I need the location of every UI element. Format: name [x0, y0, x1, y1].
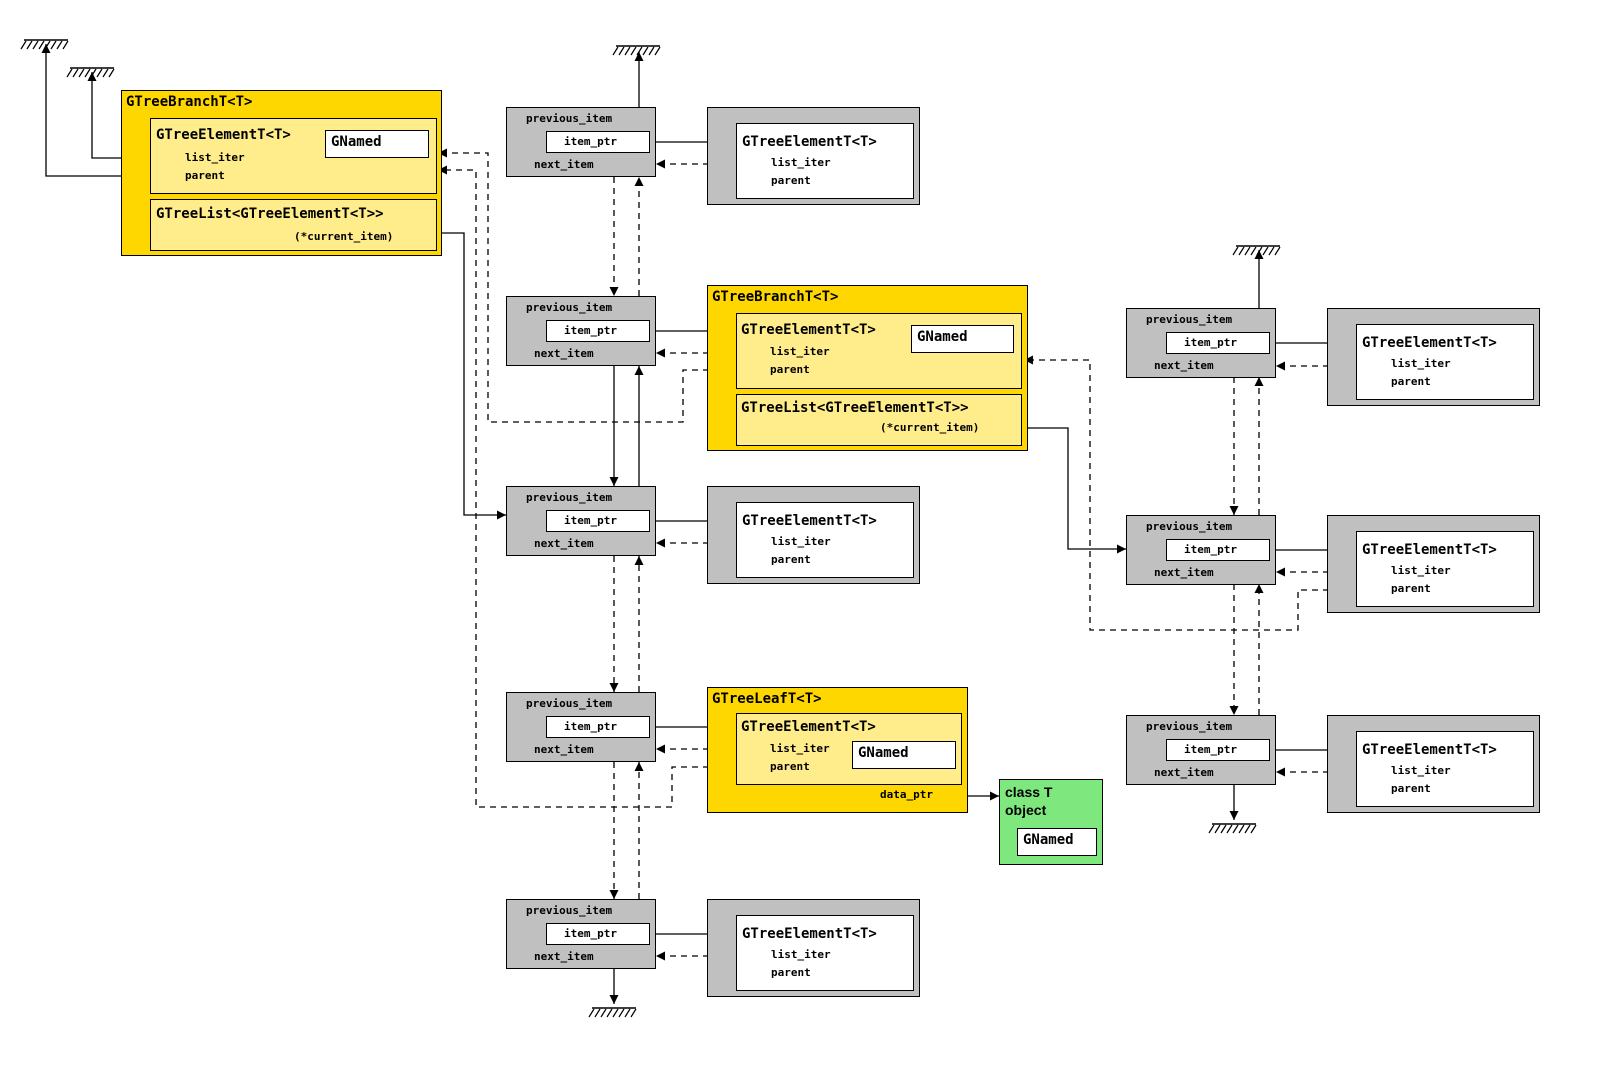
item-ptr-label: item_ptr [564, 514, 617, 527]
tree-element-title: GTreeElementT<T> [742, 134, 877, 150]
tree-element [736, 502, 914, 578]
item-ptr-label: item_ptr [1184, 743, 1237, 756]
parent-back-line [1024, 355, 1373, 631]
ground-hatch-icon [20, 39, 69, 50]
list-iter-label: list_iter [770, 742, 830, 755]
next-item-label: next_item [534, 743, 594, 756]
list-iter-label: list_iter [1391, 764, 1451, 777]
item-ptr-label: item_ptr [564, 927, 617, 940]
item-ptr-field [546, 716, 650, 738]
tree-list-title: GTreeList<GTreeElementT<T>> [741, 400, 969, 416]
previous-item-label: previous_item [1146, 520, 1233, 533]
list-iter-label: list_iter [185, 151, 245, 164]
parent-label: parent [771, 966, 811, 979]
next-item-label: next_item [1154, 359, 1214, 372]
list-iter-label: list_iter [1391, 357, 1451, 370]
item-ptr-field [546, 923, 650, 945]
class-t-object-title: class T object [1005, 784, 1053, 818]
tree-element [1356, 324, 1534, 400]
parent-label: parent [1391, 582, 1431, 595]
tree-element-title: GTreeElementT<T> [741, 719, 876, 735]
next-item-label: next_item [534, 347, 594, 360]
parent-label: parent [1391, 782, 1431, 795]
tree-element-title: GTreeElementT<T> [742, 513, 877, 529]
list-iter-label: list_iter [771, 535, 831, 548]
gnamed-box [911, 325, 1014, 353]
item-ptr-label: item_ptr [564, 135, 617, 148]
item-ptr-label: item_ptr [564, 720, 617, 733]
parent-label: parent [185, 169, 225, 182]
gnamed-label: GNamed [1023, 832, 1074, 848]
tree-element [736, 123, 914, 199]
data-ptr-label: data_ptr [880, 788, 933, 801]
tree-element [1356, 531, 1534, 607]
item-ptr-field [546, 131, 650, 153]
item-ptr-field [1166, 739, 1270, 761]
previous-item-label: previous_item [526, 301, 613, 314]
gnamed-box [1017, 828, 1097, 856]
item-ptr-field [546, 320, 650, 342]
parent-back-line [438, 148, 753, 423]
tree-element-title: GTreeElementT<T> [742, 926, 877, 942]
tree-branch-title: GTreeBranchT<T> [712, 289, 839, 305]
previous-item-label: previous_item [526, 491, 613, 504]
tree-leaf-title: GTreeLeafT<T> [712, 691, 822, 707]
current-item-label: (*current_item) [880, 421, 980, 434]
item-ptr-field [546, 510, 650, 532]
list-iter-label: list_iter [771, 156, 831, 169]
tree-element-title: GTreeElementT<T> [741, 322, 876, 338]
parent-label: parent [770, 760, 810, 773]
tree-element [1356, 731, 1534, 807]
list-iter-label: list_iter [770, 345, 830, 358]
tree-element-title: GTreeElementT<T> [1362, 742, 1497, 758]
tree-element-title: GTreeElementT<T> [1362, 335, 1497, 351]
previous-item-label: previous_item [526, 904, 613, 917]
gnamed-label: GNamed [331, 134, 382, 150]
gnamed-label: GNamed [858, 745, 909, 761]
tree-element-title: GTreeElementT<T> [1362, 542, 1497, 558]
previous-item-label: previous_item [1146, 313, 1233, 326]
item-ptr-field [1166, 332, 1270, 354]
parent-back-line [438, 165, 753, 808]
ground-hatch-icon [588, 1007, 637, 1018]
next-item-label: next_item [1154, 566, 1214, 579]
gnamed-label: GNamed [917, 329, 968, 345]
parent-label: parent [1391, 375, 1431, 388]
tree-list [736, 394, 1022, 446]
gnamed-box [852, 741, 956, 769]
previous-item-label: previous_item [526, 112, 613, 125]
ground-hatch-icon [1232, 245, 1281, 256]
parent-label: parent [771, 174, 811, 187]
next-item-label: next_item [1154, 766, 1214, 779]
next-item-label: next_item [534, 537, 594, 550]
gnamed-box [325, 130, 429, 158]
tree-branch-title: GTreeBranchT<T> [126, 94, 253, 110]
ground-hatch-icon [612, 45, 661, 56]
current-item-label: (*current_item) [294, 230, 394, 243]
list-iter-label: list_iter [771, 948, 831, 961]
item-ptr-label: item_ptr [1184, 543, 1237, 556]
ground-hatch-icon [1208, 823, 1257, 834]
tree-element [736, 915, 914, 991]
item-ptr-field [1166, 539, 1270, 561]
list-iter-label: list_iter [1391, 564, 1451, 577]
tree-list [150, 199, 437, 251]
ground-hatch-icon [66, 67, 115, 78]
parent-label: parent [770, 363, 810, 376]
parent-label: parent [771, 553, 811, 566]
tree-list-title: GTreeList<GTreeElementT<T>> [156, 206, 384, 222]
item-ptr-label: item_ptr [564, 324, 617, 337]
current-item-line [1005, 427, 1126, 554]
item-ptr-label: item_ptr [1184, 336, 1237, 349]
next-item-label: next_item [534, 950, 594, 963]
next-item-label: next_item [534, 158, 594, 171]
previous-item-label: previous_item [1146, 720, 1233, 733]
tree-element-title: GTreeElementT<T> [156, 127, 291, 143]
previous-item-label: previous_item [526, 697, 613, 710]
current-item-line [419, 232, 506, 520]
